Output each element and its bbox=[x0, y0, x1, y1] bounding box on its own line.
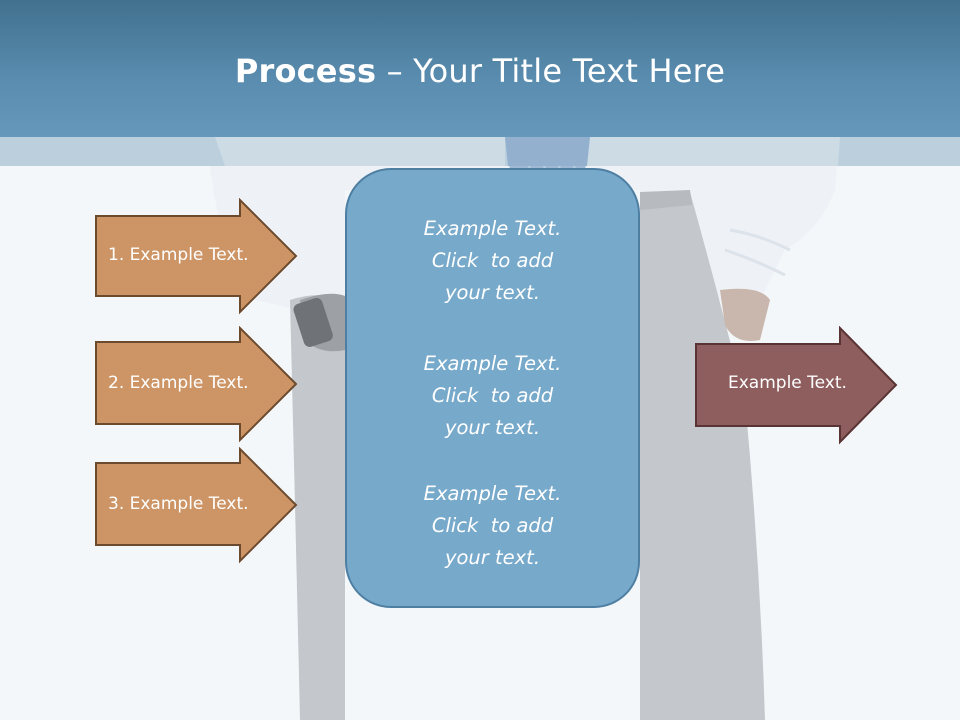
input-arrow-1-label: 1. Example Text. bbox=[108, 245, 249, 265]
center-text-line: Example Text. bbox=[423, 352, 562, 375]
title-bold: Process bbox=[234, 52, 377, 90]
center-text-block-2: Example Text. Click to add your text. bbox=[345, 348, 640, 444]
center-text-block-3: Example Text. Click to add your text. bbox=[345, 478, 640, 574]
input-arrow-1 bbox=[95, 198, 298, 315]
output-arrow bbox=[695, 326, 898, 445]
trouser-right bbox=[640, 192, 765, 720]
output-arrow-label: Example Text. bbox=[728, 373, 847, 393]
tie-overlay bbox=[505, 137, 590, 166]
center-text-line: your text. bbox=[444, 546, 541, 569]
sleeve-folds bbox=[724, 228, 791, 277]
center-text-line: your text. bbox=[444, 281, 541, 304]
input-arrow-2-label: 2. Example Text. bbox=[108, 373, 249, 393]
header-band bbox=[0, 0, 960, 137]
shirt-overlay-right bbox=[585, 137, 840, 166]
watch-icon bbox=[293, 298, 333, 347]
header-subband bbox=[0, 137, 960, 166]
center-text-line: Example Text. bbox=[423, 217, 562, 240]
slide-title: Process – Your Title Text Here bbox=[0, 52, 960, 90]
center-text-line: Click to add bbox=[431, 249, 554, 272]
right-hand-shape bbox=[720, 288, 770, 341]
center-text-line: Click to add bbox=[431, 384, 554, 407]
center-text-block-1: Example Text. Click to add your text. bbox=[345, 213, 640, 309]
center-process-box bbox=[345, 168, 640, 608]
belt-shape bbox=[640, 190, 692, 210]
trouser-left bbox=[290, 295, 345, 720]
input-arrow-3-label: 3. Example Text. bbox=[108, 494, 249, 514]
center-text-line: Click to add bbox=[431, 514, 554, 537]
input-arrow-3 bbox=[95, 447, 298, 564]
title-rest: – Your Title Text Here bbox=[376, 52, 726, 90]
input-arrow-2 bbox=[95, 326, 298, 443]
center-text-line: Example Text. bbox=[423, 482, 562, 505]
shirt-overlay bbox=[215, 137, 505, 166]
center-text-line: your text. bbox=[444, 416, 541, 439]
